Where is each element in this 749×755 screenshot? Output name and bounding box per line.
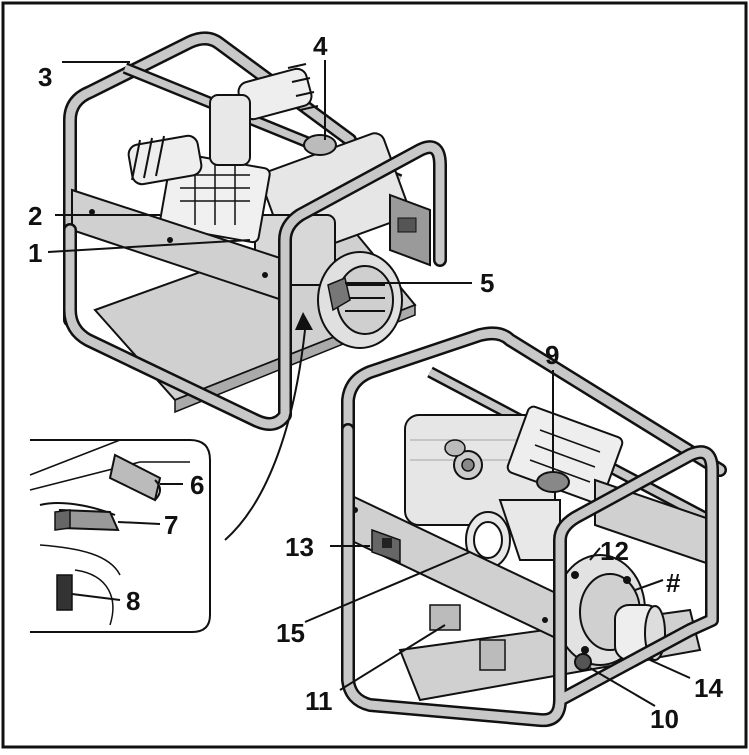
callout-15: 15 — [276, 618, 305, 648]
leader-8 — [71, 593, 121, 601]
pump-bottom-view — [341, 326, 727, 728]
callout-13: 13 — [285, 532, 314, 562]
leader-15 — [304, 551, 471, 623]
callout-1: 1 — [28, 238, 42, 268]
callout-6: 6 — [190, 470, 204, 500]
callout-5: 5 — [480, 268, 494, 298]
leader-7 — [117, 521, 161, 525]
callout-3: 3 — [38, 62, 52, 92]
callout-12: 12 — [600, 536, 629, 566]
callout-hash: # — [666, 568, 681, 598]
leader-10 — [589, 667, 656, 707]
callout-10: 10 — [650, 704, 679, 734]
callout-7: 7 — [164, 510, 178, 540]
callout-2: 2 — [28, 201, 42, 231]
leader-11 — [339, 624, 446, 691]
inset-detail — [29, 439, 211, 633]
leader-lines — [47, 60, 691, 707]
callout-11: 11 — [305, 686, 333, 716]
pump-top-view — [63, 31, 447, 541]
leader-1 — [47, 239, 251, 253]
callout-9: 9 — [545, 340, 559, 370]
leader-12 — [589, 547, 601, 561]
leader-14 — [649, 659, 691, 679]
callout-8: 8 — [126, 586, 140, 616]
callout-14: 14 — [694, 673, 723, 703]
leader-hash — [634, 579, 664, 591]
callout-4: 4 — [313, 31, 328, 61]
